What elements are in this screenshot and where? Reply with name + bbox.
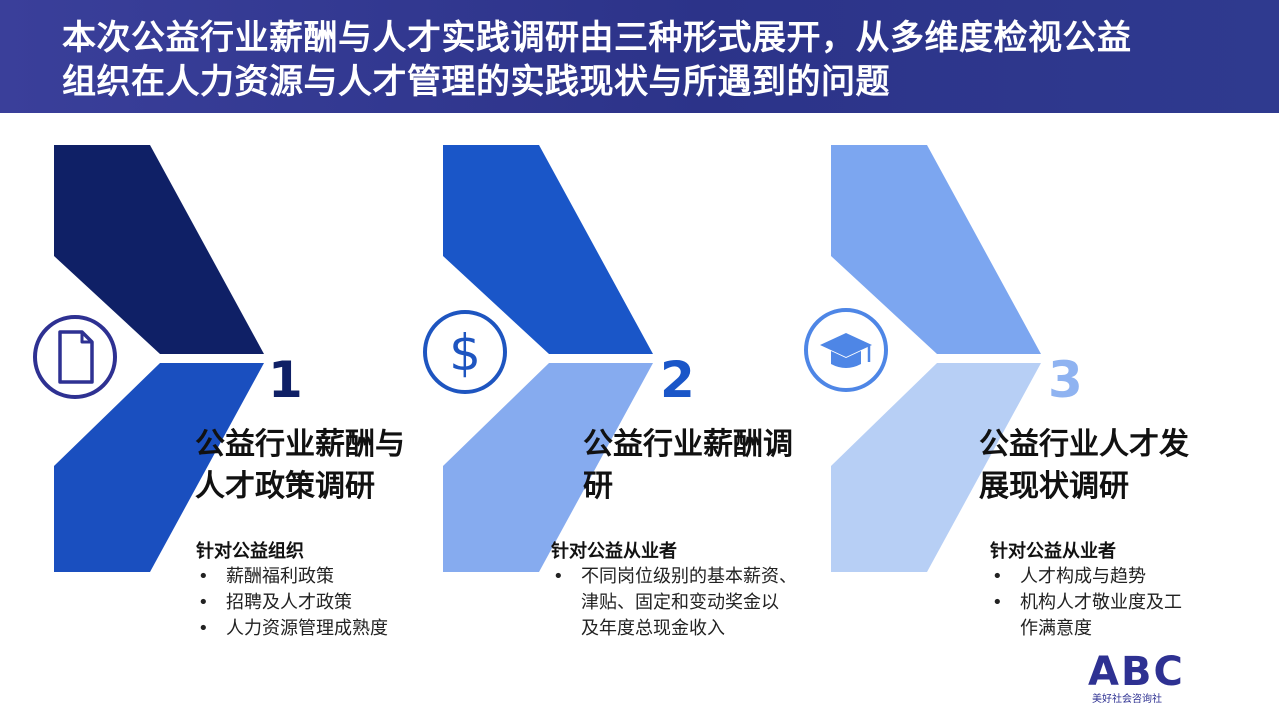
step-3-title-line2: 展现状调研: [979, 469, 1129, 504]
step-3-subtitle: 针对公益从业者: [990, 541, 1116, 562]
list-item: 不同岗位级别的基本薪资、: [551, 564, 797, 590]
list-item-continued: 津贴、固定和变动奖金以: [581, 592, 779, 613]
abc-logo: ABC 美好社会咨询社: [1088, 650, 1228, 706]
step-3-title: 公益行业人才发 展现状调研: [979, 424, 1189, 508]
step-1-bullet-list: 薪酬福利政策 招聘及人才政策 人力资源管理成熟度: [196, 564, 388, 642]
dollar-icon: $: [423, 310, 507, 394]
chevron-1-top: [54, 145, 264, 354]
list-item-continued: 及年度总现金收入: [581, 618, 725, 639]
step-2-title-line2: 研: [583, 469, 613, 504]
svg-text:$: $: [449, 324, 481, 382]
list-item: 人力资源管理成熟度: [196, 616, 388, 642]
graduation-cap-icon: [804, 308, 888, 392]
list-item: 招聘及人才政策: [196, 590, 388, 616]
logo-subtitle: 美好社会咨询社: [1092, 694, 1162, 705]
step-3-bullet-list: 人才构成与趋势 机构人才敬业度及工 作满意度: [990, 564, 1182, 642]
step-1-title-line1: 公益行业薪酬与: [195, 427, 405, 462]
step-2-subtitle: 针对公益从业者: [551, 541, 677, 562]
step-2-title: 公益行业薪酬调 研: [583, 424, 793, 508]
step-2-title-line1: 公益行业薪酬调: [583, 427, 793, 462]
step-3-number: 3: [1048, 351, 1083, 409]
step-1-number: 1: [268, 351, 303, 409]
step-1-subtitle: 针对公益组织: [196, 541, 304, 562]
logo-mark: ABC: [1088, 649, 1185, 695]
chevron-3-top: [831, 145, 1041, 354]
document-icon: [33, 315, 117, 399]
step-1-title-line2: 人才政策调研: [195, 469, 375, 504]
chevron-2-bottom: [443, 363, 653, 572]
step-2-number: 2: [660, 351, 695, 409]
list-item: 人才构成与趋势: [990, 564, 1182, 590]
list-item: 机构人才敬业度及工: [990, 590, 1182, 616]
chevron-1-bottom: [54, 363, 264, 572]
title-banner: 本次公益行业薪酬与人才实践调研由三种形式展开，从多维度检视公益 组织在人力资源与…: [0, 0, 1279, 113]
page-title-line2: 组织在人力资源与人才管理的实践现状与所遇到的问题: [62, 62, 890, 102]
page-title-line1: 本次公益行业薪酬与人才实践调研由三种形式展开，从多维度检视公益: [62, 18, 1132, 58]
chevron-3-bottom: [831, 363, 1041, 572]
chevron-2-top: [443, 145, 653, 354]
list-item-continued: 作满意度: [1020, 618, 1092, 639]
step-1-title: 公益行业薪酬与 人才政策调研: [195, 424, 405, 508]
list-item: 薪酬福利政策: [196, 564, 388, 590]
page-title: 本次公益行业薪酬与人才实践调研由三种形式展开，从多维度检视公益 组织在人力资源与…: [62, 16, 1242, 104]
step-2-bullet-list: 不同岗位级别的基本薪资、 津贴、固定和变动奖金以 及年度总现金收入: [551, 564, 797, 642]
step-3-title-line1: 公益行业人才发: [979, 427, 1189, 462]
